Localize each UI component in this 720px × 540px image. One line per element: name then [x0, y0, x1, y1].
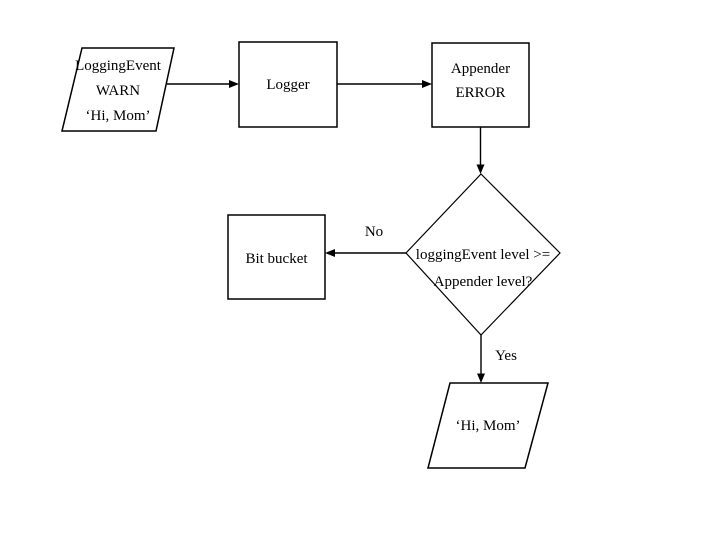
arrowhead-down-icon	[477, 373, 485, 383]
node-appender-line2: ERROR	[455, 85, 505, 101]
rectangle-shape	[431, 42, 530, 128]
node-logging-event: LoggingEvent WARN ‘Hi, Mom’	[61, 47, 175, 132]
node-output-message-line1: ‘Hi, Mom’	[456, 418, 521, 434]
node-logging-event-line3: ‘Hi, Mom’	[86, 108, 151, 124]
node-logger: Logger	[238, 41, 338, 128]
node-logger-line1: Logger	[266, 77, 309, 93]
node-logging-event-line1: LoggingEvent	[75, 58, 162, 74]
node-decision: loggingEvent level >= Appender level?	[405, 173, 561, 336]
edge-decision-to-bit-bucket: No	[325, 224, 406, 257]
edge-appender-to-decision	[476, 127, 485, 174]
node-logging-event-line2: WARN	[96, 83, 140, 99]
edge-decision-to-output: Yes	[477, 335, 517, 383]
edge-input-to-logger	[167, 80, 239, 88]
node-appender: Appender ERROR	[431, 42, 530, 128]
arrowhead-right-icon	[422, 80, 432, 88]
arrowhead-right-icon	[229, 80, 239, 88]
node-decision-line2: Appender level?	[434, 274, 533, 290]
rectangle-shape	[227, 214, 326, 300]
node-decision-line1: loggingEvent level >=	[416, 247, 550, 263]
rectangle-shape	[238, 41, 338, 128]
edge-label-no: No	[365, 224, 383, 240]
node-bit-bucket: Bit bucket	[227, 214, 326, 300]
node-bit-bucket-line1: Bit bucket	[245, 251, 308, 267]
arrowhead-down-icon	[476, 164, 485, 174]
node-appender-line1: Appender	[451, 61, 510, 77]
edge-label-yes: Yes	[495, 348, 517, 364]
parallelogram-shape	[61, 47, 175, 132]
node-output-message: ‘Hi, Mom’	[427, 382, 549, 469]
arrowhead-left-icon	[325, 249, 335, 257]
edge-logger-to-appender	[337, 80, 432, 88]
parallelogram-shape	[427, 382, 549, 469]
